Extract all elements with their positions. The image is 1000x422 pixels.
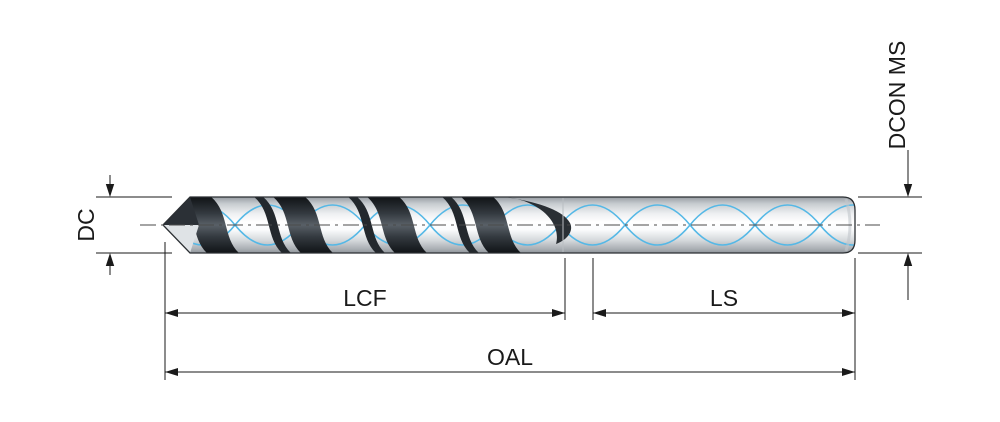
dimension-dcon-ms: DCON MS — [858, 41, 922, 300]
dimension-oal: OAL — [165, 344, 855, 376]
dc-label: DC — [73, 208, 99, 241]
dcon-ms-label: DCON MS — [884, 41, 910, 150]
flute-runout — [505, 197, 572, 244]
lcf-arrowhead-left — [165, 309, 178, 317]
drill-tip-upper-face — [163, 197, 199, 225]
dimension-lcf: LCF — [164, 242, 566, 380]
drill-tip-lower-face — [163, 225, 199, 253]
oal-arrowhead-right — [842, 368, 855, 376]
dcon-arrowhead-top — [903, 184, 913, 197]
flute-band — [366, 197, 428, 253]
ls-arrowhead-left — [593, 309, 606, 317]
dimension-dc: DC — [73, 175, 172, 275]
dimension-ls: LS — [592, 258, 856, 380]
lcf-label: LCF — [343, 285, 386, 311]
oal-arrowhead-left — [165, 368, 178, 376]
ls-arrowhead-right — [842, 309, 855, 317]
flute-band — [272, 197, 334, 253]
dc-arrowhead-top — [105, 184, 115, 197]
dc-arrowhead-bottom — [105, 253, 115, 266]
flute-edge-line — [253, 197, 292, 253]
lcf-arrowhead-right — [552, 309, 565, 317]
dcon-arrowhead-bottom — [903, 253, 913, 266]
oal-label: OAL — [487, 344, 533, 370]
drill-outline — [162, 196, 856, 254]
ls-label: LS — [710, 285, 738, 311]
